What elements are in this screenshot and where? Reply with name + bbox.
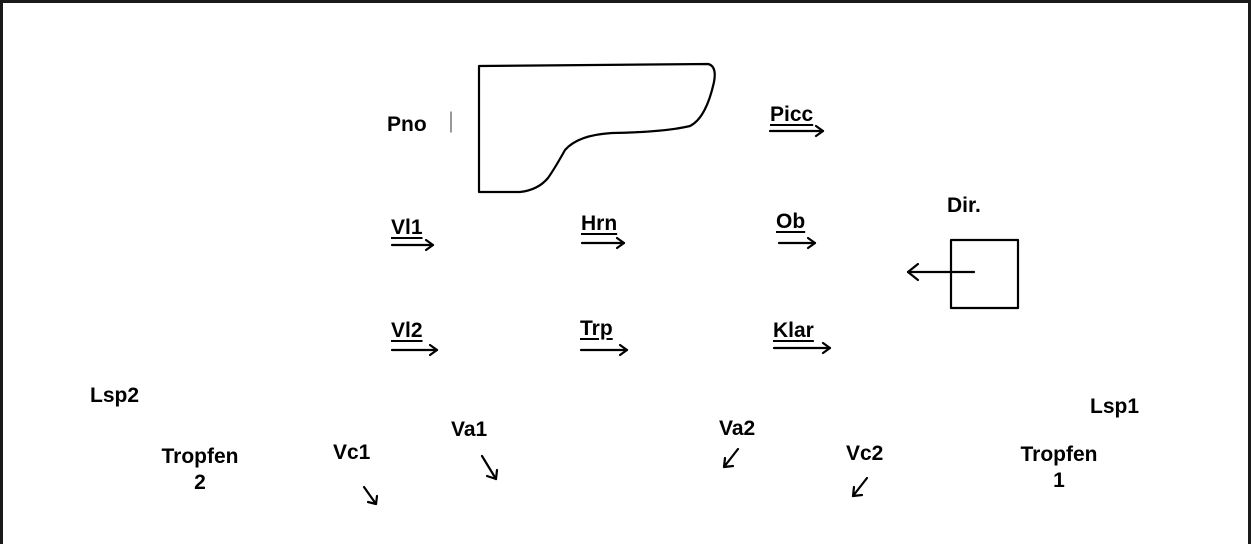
label-ob: Ob [776, 210, 806, 233]
label-trp: Trp [580, 317, 613, 340]
label-klar: Klar [773, 319, 814, 342]
label-picc: Picc [770, 103, 814, 126]
arrow-right-icon-hrn [580, 236, 626, 250]
label-lsp2: Lsp2 [90, 384, 140, 407]
label-tropfen-2-line1: Tropfen [161, 445, 239, 468]
arrow-right-icon-ob [777, 236, 817, 250]
label-pno: Pno [387, 113, 427, 136]
label-va2: Va2 [719, 417, 756, 440]
label-vc1: Vc1 [333, 441, 371, 464]
label-tropfen-1-line1: Tropfen [1020, 443, 1098, 466]
conductor-box [949, 238, 1020, 310]
label-hrn: Hrn [581, 212, 618, 235]
label-lsp1: Lsp1 [1090, 395, 1140, 418]
arrow-down-left-icon-va2 [722, 447, 740, 469]
arrow-down-left-icon-vc2 [851, 476, 869, 498]
label-tropfen-2: Tropfen 2 [148, 444, 252, 497]
label-tropfen-2-line2: 2 [194, 471, 206, 495]
label-vl2: Vl2 [391, 319, 423, 342]
arrow-right-icon-trp [579, 343, 629, 357]
arrow-right-icon-picc [768, 124, 825, 138]
label-tropfen-1-line2: 1 [1053, 469, 1065, 493]
label-dir: Dir. [947, 194, 981, 217]
arrow-down-right-icon-vc1 [362, 485, 379, 506]
label-tropfen-1: Tropfen 1 [1007, 442, 1111, 495]
label-vc2: Vc2 [846, 442, 884, 465]
label-vl1: Vl1 [391, 216, 423, 239]
label-va1: Va1 [451, 418, 488, 441]
grand-piano-icon [477, 62, 716, 194]
arrow-right-icon-vl2 [390, 343, 439, 357]
arrow-down-right-icon-va1 [480, 454, 499, 481]
arrow-right-icon-klar [772, 341, 832, 355]
arrow-left-icon-dir [906, 262, 976, 282]
arrow-right-icon-vl1 [390, 238, 435, 252]
